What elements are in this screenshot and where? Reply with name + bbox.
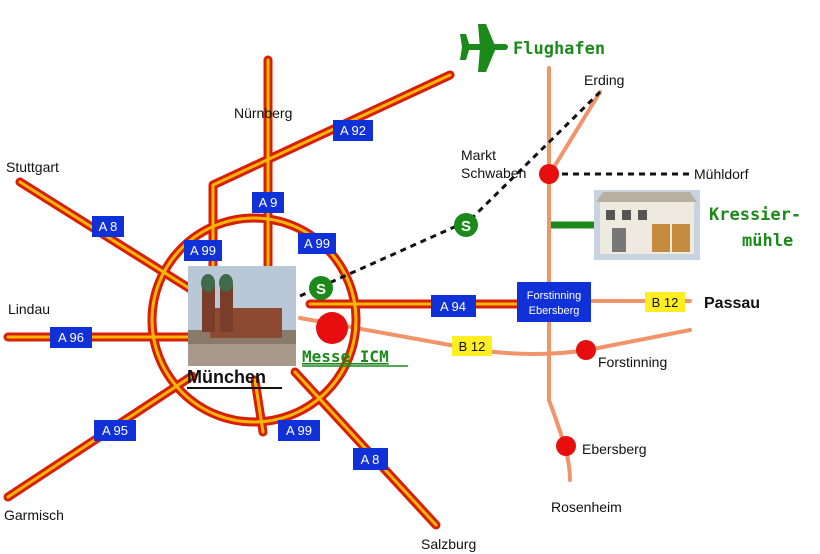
shield-a8-se	[353, 448, 388, 470]
label-salzburg: Salzburg	[421, 536, 476, 552]
motorway-shields: A 92 A 9 A 8 A 99 A 99 A 96 A 94 A 95 A …	[50, 120, 591, 470]
kressier-door	[612, 228, 626, 252]
shield-a8-nw-label: A 8	[99, 219, 118, 234]
shield-a99-nw-label: A 99	[190, 243, 216, 258]
shield-b12-e-label: B 12	[652, 295, 679, 310]
forstinning-ebersberg-sign	[517, 282, 591, 322]
label-stuttgart: Stuttgart	[6, 159, 59, 175]
shield-a95-label: A 95	[102, 423, 128, 438]
shield-a9	[252, 192, 284, 213]
road-erding-markt-schwaben	[549, 90, 602, 174]
frauenkirche-tower-right	[220, 284, 233, 332]
shield-a94	[431, 295, 476, 317]
kressier-garage-2	[672, 224, 690, 252]
label-forstinning: Forstinning	[598, 354, 667, 370]
shield-a94-label: A 94	[440, 299, 466, 314]
shield-a92-label: A 92	[340, 123, 366, 138]
rail-lines	[299, 90, 690, 298]
shield-a9-label: A 9	[259, 195, 278, 210]
kressier-photo	[594, 190, 700, 260]
shield-a96-label: A 96	[58, 330, 84, 345]
b-road-shields: B 12 B 12	[452, 292, 685, 356]
ring-a99-inner	[150, 216, 358, 424]
airplane-icon	[460, 24, 508, 72]
kressier-window-2	[622, 210, 631, 220]
shield-a92	[333, 120, 373, 141]
shield-a8-nw	[92, 216, 124, 237]
sbahn-label-1: S	[461, 218, 471, 235]
sign-line-1: Forstinning	[527, 290, 581, 302]
tower-dome-right	[219, 274, 233, 292]
shield-a99-s-label: A 99	[286, 423, 312, 438]
a8-nw-inner	[18, 180, 202, 297]
ebersberg-marker	[556, 436, 576, 456]
shield-a95	[94, 420, 136, 441]
forstinning-marker	[576, 340, 596, 360]
shield-a99-nw	[184, 240, 222, 261]
label-rosenheim: Rosenheim	[551, 499, 622, 515]
munich-picture	[188, 266, 296, 366]
shield-a99-ne-label: A 99	[304, 236, 330, 251]
label-passau: Passau	[704, 295, 760, 312]
a92-inner	[211, 73, 452, 302]
munich-houses	[188, 344, 296, 366]
kressier-label-2: mühle	[742, 231, 793, 251]
markt-schwaben-marker	[539, 164, 559, 184]
shield-a99-ne	[298, 233, 336, 254]
sign-line-2: Ebersberg	[529, 305, 580, 317]
kressier-roof	[596, 192, 697, 202]
sbahn-markers: S S	[309, 213, 478, 300]
shield-b12-e	[645, 292, 685, 312]
messe-label: Messe ICM	[302, 347, 389, 366]
kressier-label-1: Kressier-	[709, 205, 801, 225]
label-garmisch: Garmisch	[4, 507, 64, 523]
place-labels: Stuttgart Lindau Garmisch Nürnberg Salzb…	[4, 72, 760, 552]
shield-b12-s	[452, 336, 492, 356]
kressier-garage-1	[652, 224, 670, 252]
messe-marker	[316, 312, 348, 344]
sbahn-marker-1	[454, 213, 478, 237]
label-markt: Markt	[461, 147, 496, 163]
kressier-window-3	[638, 210, 647, 220]
label-erding: Erding	[584, 72, 624, 88]
label-muhldorf: Mühldorf	[694, 166, 749, 182]
label-nurnberg: Nürnberg	[234, 105, 292, 121]
town-markers	[316, 164, 596, 456]
frauenkirche-tower-left	[202, 284, 215, 332]
label-schwaben: Schwaben	[461, 165, 526, 181]
label-ebersberg: Ebersberg	[582, 441, 647, 457]
sbahn-marker-2	[309, 276, 333, 300]
shield-a8-se-label: A 8	[361, 452, 380, 467]
label-lindau: Lindau	[8, 301, 50, 317]
shield-a99-s	[278, 420, 320, 441]
shield-b12-s-label: B 12	[459, 339, 486, 354]
kressier-window-1	[606, 210, 615, 220]
shield-a96	[50, 327, 92, 348]
sbahn-label-2: S	[316, 281, 326, 298]
airport-label: Flughafen	[513, 39, 605, 59]
munich-label: München	[187, 367, 266, 387]
tower-dome-left	[201, 274, 215, 292]
